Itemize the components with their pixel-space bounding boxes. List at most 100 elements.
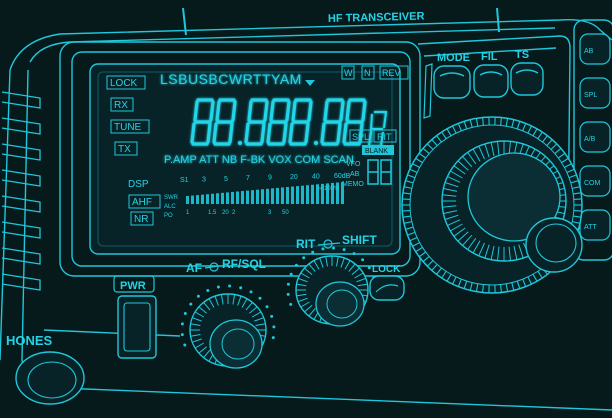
alc-label: ALC (164, 204, 176, 210)
frequency-readout (190, 98, 388, 147)
po-scale-tick: 20 (222, 210, 229, 216)
meter-segment (341, 182, 344, 204)
ts-label: TS (515, 49, 529, 61)
meter-segment (256, 189, 259, 204)
po-scale-tick: 1.5 (208, 210, 217, 216)
s-scale-tick: 5 (224, 176, 228, 183)
s-scale-tick: 20 (290, 174, 298, 181)
phones-label: HONES (6, 333, 53, 348)
frequency-digit (342, 98, 367, 146)
display-tag-rev: REV (382, 68, 401, 78)
panel-title: HF TRANSCEIVER (328, 10, 425, 25)
vent-slats (1, 91, 41, 291)
meter-segment (206, 194, 209, 204)
meter-segment (271, 188, 274, 204)
rit-shift-knob[interactable] (286, 246, 378, 327)
frequency-digit (212, 98, 237, 146)
mode-button[interactable] (433, 65, 471, 99)
meter-segment (301, 185, 304, 204)
rit-label: RIT (296, 237, 316, 251)
percent-label: ∞ 100% (318, 186, 340, 192)
rit-indicator: RIT (377, 132, 392, 142)
frequency-digit (320, 98, 345, 146)
meter-segment (191, 195, 194, 204)
meter-segment (276, 187, 279, 204)
dsp-tag-group: DSP AHF NR (128, 179, 161, 226)
lock-label: LOCK (372, 264, 401, 275)
vfo-label: VFO (346, 161, 361, 168)
s-scale-tick: 9 (268, 175, 272, 182)
meter-segment (251, 190, 254, 204)
side-key-att[interactable]: ATT (579, 209, 611, 241)
meter-segment (246, 190, 249, 204)
meter-segment (226, 192, 229, 204)
display-tag-w: W (344, 68, 353, 78)
mode-indicator: LSBUSBCWRTTYAM (160, 71, 302, 87)
po-label: PO (164, 213, 173, 219)
power-switch[interactable] (117, 295, 157, 359)
side-key-spl[interactable]: SPL (579, 77, 611, 109)
memo-label: MEMO (342, 181, 364, 188)
shift-label: SHIFT (342, 233, 377, 247)
ab-label: AB (350, 171, 360, 178)
af-label: AF (186, 261, 202, 275)
af-rfsql-knob[interactable] (180, 284, 276, 369)
meter-segment (236, 191, 239, 204)
dsp-tag-dsp: DSP (128, 179, 149, 190)
meter-segment (186, 196, 189, 204)
meter-segment (306, 185, 309, 204)
function-row: P.AMP ATT NB F-BK VOX COM SCAN (164, 154, 354, 166)
side-key-label: ATT (584, 224, 597, 231)
meter-segment (201, 194, 204, 204)
meter-segment (281, 187, 284, 204)
pwr-label: PWR (120, 280, 146, 292)
side-key-ab[interactable]: AB (579, 33, 611, 65)
meter-segment (261, 189, 264, 204)
lock-button[interactable] (369, 275, 405, 301)
meter-segment (266, 188, 269, 204)
swr-label: SWR (164, 195, 179, 201)
po-scale-tick: 3 (268, 210, 272, 216)
dsp-tag-ahf: AHF (132, 197, 152, 208)
phones-jack[interactable] (15, 351, 85, 405)
dual-knob-icon (204, 265, 219, 269)
s-meter-bars (186, 182, 344, 204)
spl-indicator: SPL (352, 132, 369, 142)
side-key-com[interactable]: COM (579, 165, 611, 197)
meter-segment (216, 193, 219, 204)
left-tag-group: LOCK RX TUNE TX (106, 75, 150, 156)
ts-button[interactable] (510, 62, 544, 96)
po-scale-tick: 1 (186, 210, 190, 216)
marker-triangle-icon (305, 80, 315, 86)
display-tag-tune: TUNE (114, 122, 142, 133)
dsp-tag-nr: NR (134, 214, 148, 225)
meter-segment (311, 184, 314, 204)
side-key-label: A/B (584, 136, 596, 143)
meter-segment (331, 182, 334, 204)
meter-segment (316, 184, 319, 204)
channel-digits (367, 159, 392, 185)
s-scale-tick: 40 (312, 173, 320, 180)
side-key-label: COM (584, 180, 601, 187)
display-tag-lock: LOCK (110, 78, 138, 89)
side-key-ab[interactable]: A/B (579, 121, 611, 153)
display-tag-tx: TX (118, 144, 131, 155)
fil-button[interactable] (473, 64, 509, 98)
po-scale-tick: 2 (232, 210, 236, 216)
meter-segment (296, 186, 299, 204)
s-scale-tick: 7 (246, 175, 250, 182)
frequency-digit (244, 98, 269, 146)
frequency-digit (266, 98, 291, 146)
main-tuning-dial[interactable] (401, 116, 583, 294)
meter-segment (211, 193, 214, 204)
meter-segment (231, 191, 234, 204)
side-key-label: AB (584, 48, 594, 55)
display-tag-rx: RX (114, 100, 128, 111)
mode-label: MODE (437, 52, 470, 64)
dial-finger-knob[interactable] (525, 217, 583, 273)
